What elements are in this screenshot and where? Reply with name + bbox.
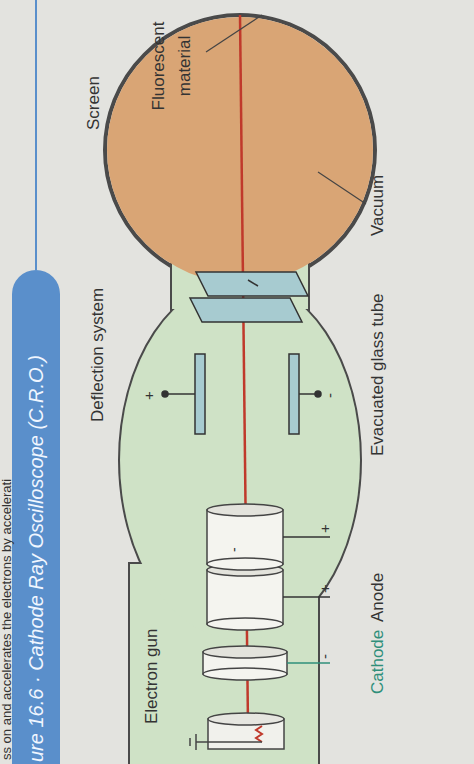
tube-bulb — [120, 280, 360, 640]
part-label: Screen — [84, 76, 104, 130]
leader-line — [318, 172, 366, 204]
anode-end — [207, 504, 283, 516]
heater-coil — [256, 726, 262, 742]
part-label: Fluorescent material — [146, 18, 199, 114]
anode-cylinder — [207, 570, 283, 624]
cathode-disk — [203, 646, 287, 658]
margin-line — [35, 0, 37, 270]
deflection-plates — [162, 272, 321, 434]
polarity-sign: + — [316, 524, 333, 533]
part-label: Deflection system — [88, 288, 108, 422]
plate-pin — [248, 280, 258, 286]
y-plate — [289, 354, 299, 434]
part-label: Evacuated glass tube — [368, 293, 388, 456]
y-plate — [195, 354, 205, 434]
anode-end — [207, 618, 283, 630]
polarity-sign: - — [226, 547, 242, 552]
battery-plate — [195, 734, 197, 750]
part-label: Electron gun — [142, 629, 162, 724]
terminal-dot — [315, 391, 321, 397]
heater-end — [208, 713, 284, 725]
anode-end — [207, 558, 283, 570]
page-text: ss on and accelerates the electrons by a… — [0, 479, 15, 760]
x-plate — [190, 298, 302, 322]
polarity-sign: + — [140, 391, 157, 400]
battery-plate — [189, 738, 191, 746]
tube-bulb — [120, 280, 360, 640]
terminal-dot — [162, 391, 168, 397]
part-label: Vacuum — [368, 175, 388, 236]
tube-outline — [105, 15, 375, 764]
gun-leads — [283, 537, 330, 663]
polarity-sign: - — [316, 654, 333, 659]
cathode-lead — [287, 662, 330, 664]
polarity-sign: - — [321, 393, 338, 398]
x-plate — [196, 272, 308, 296]
polarity-sign: + — [316, 584, 333, 593]
anode-cylinder — [207, 510, 283, 564]
caption-tab: ure 16.6 · Cathode Ray Oscilloscope (C.R… — [12, 270, 60, 764]
tube-fill — [120, 259, 360, 764]
anode-lead — [283, 596, 330, 598]
caption-text: ure 16.6 · Cathode Ray Oscilloscope (C.R… — [12, 270, 60, 762]
part-label: Anode — [368, 573, 388, 622]
anode-lead — [283, 536, 330, 538]
heater-wire — [196, 741, 262, 743]
part-label: Cathode — [368, 630, 388, 694]
heater — [190, 713, 284, 750]
plate-lead — [165, 393, 195, 395]
leader-line — [206, 15, 262, 52]
electron-gun-parts — [203, 504, 287, 680]
cathode-end — [203, 668, 287, 680]
